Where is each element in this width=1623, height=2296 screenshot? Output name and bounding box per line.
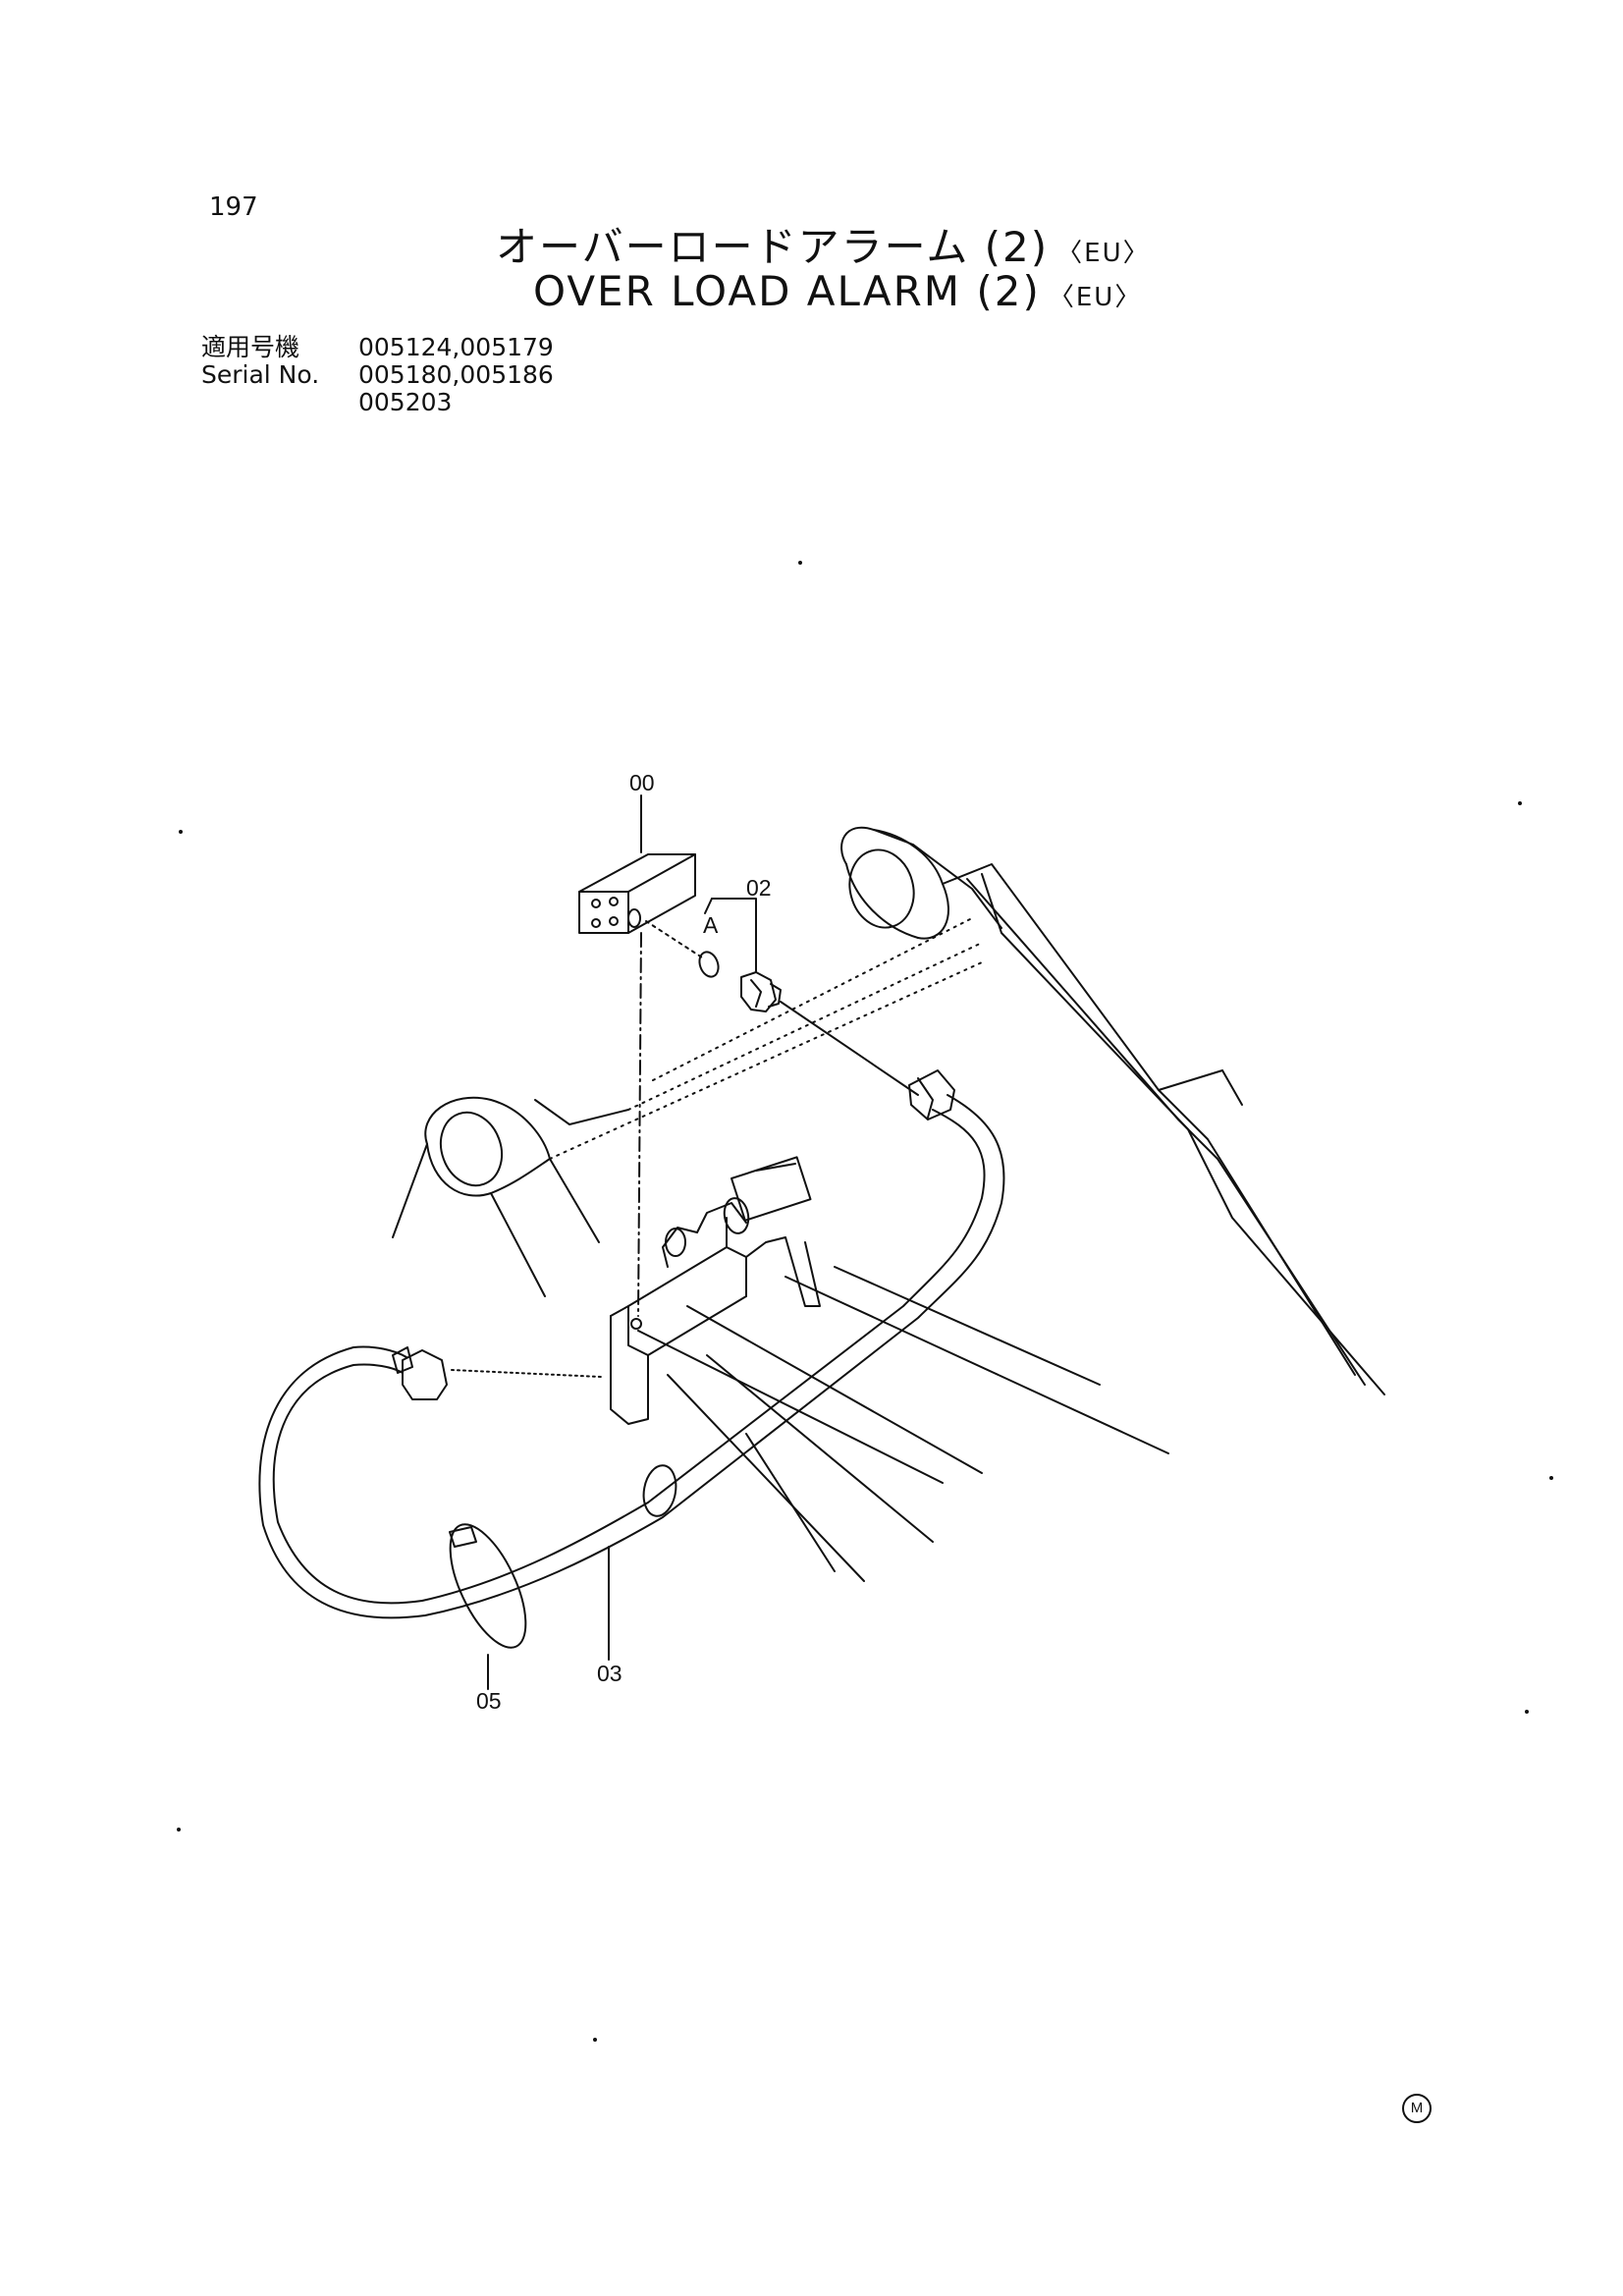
lower-beam [637, 1266, 1169, 1582]
o-ring-and-switch [645, 898, 919, 1096]
title-english: OVER LOAD ALARM (2)〈EU〉 [533, 267, 1142, 315]
region-tag-en: 〈EU〉 [1048, 283, 1143, 312]
wire-harness [258, 1069, 1005, 1619]
serial-line-1: 005124,005179 [358, 333, 554, 361]
circled-m-mark: M [1402, 2094, 1432, 2123]
band-clamp [449, 1523, 527, 1649]
callout-03: 03 [597, 1661, 622, 1686]
serial-line-3: 005203 [358, 388, 453, 416]
serial-line-2: 005180,005186 [358, 360, 554, 389]
sensor-block [578, 853, 696, 934]
leader-lines [451, 794, 642, 1690]
title-japanese-text: オーバーロードアラーム (2) [496, 223, 1050, 271]
serial-label-en: Serial No. [201, 360, 320, 389]
serial-block: 適用号機 005124,005179 Serial No. 005180,00518… [201, 334, 554, 416]
link-bracket [392, 917, 983, 1297]
mounting-bracket [610, 1156, 821, 1425]
page-number: 197 [209, 192, 258, 222]
callout-A: A [703, 912, 719, 938]
callout-00: 00 [629, 770, 655, 795]
callout-labels: 00 02 A 03 05 [476, 770, 772, 1714]
callout-05: 05 [476, 1688, 502, 1714]
callout-02: 02 [746, 875, 772, 901]
title-japanese: オーバーロードアラーム (2)〈EU〉 [496, 214, 1151, 274]
scan-specks [177, 561, 1553, 2042]
title-english-text: OVER LOAD ALARM (2) [533, 267, 1041, 315]
region-tag-jp: 〈EU〉 [1056, 239, 1151, 268]
serial-label-jp: 適用号機 [201, 333, 300, 361]
boom-arm [840, 826, 1385, 1395]
